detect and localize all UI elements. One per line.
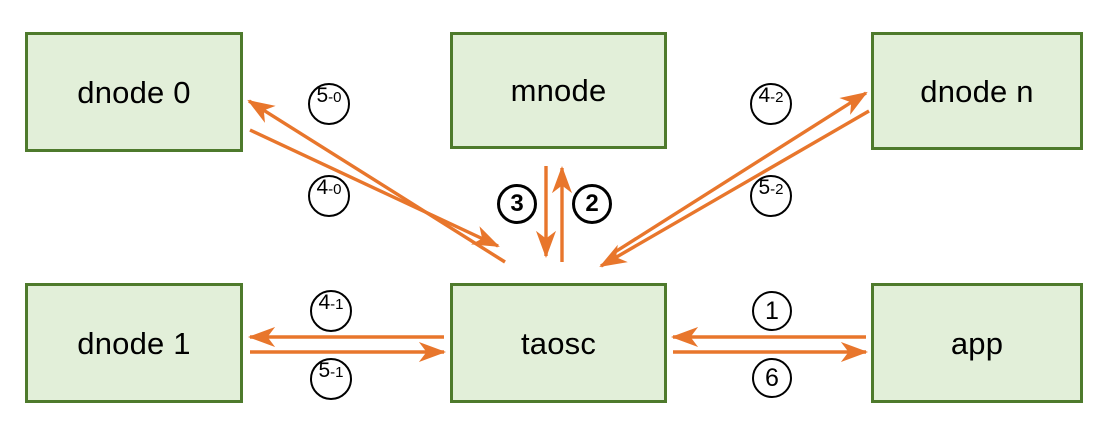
step-marker-4-1-major: 4	[318, 291, 331, 314]
step-marker-2[interactable]: 2	[572, 184, 612, 224]
node-mnode[interactable]: mnode	[450, 32, 667, 149]
node-mnode-label: mnode	[510, 73, 607, 108]
step-marker-6[interactable]: 6	[752, 358, 792, 398]
step-marker-5-1-minor: -1	[330, 364, 344, 381]
step-marker-3-label: 3	[510, 190, 524, 217]
step-marker-4-0-minor: -0	[328, 181, 342, 198]
step-marker-2-label: 2	[585, 190, 599, 217]
node-dnode0-label: dnode 0	[77, 74, 191, 110]
node-app-label: app	[950, 325, 1004, 361]
step-marker-3[interactable]: 3	[497, 184, 537, 224]
node-dnode0[interactable]: dnode 0	[25, 32, 243, 152]
step-marker-5-0-minor: -0	[328, 89, 342, 106]
node-taosc[interactable]: taosc	[450, 283, 667, 403]
edge-4-0	[249, 128, 500, 248]
step-marker-4-1-minor: -1	[330, 296, 344, 313]
step-marker-5-2-minor: -2	[770, 181, 784, 198]
edge-5-2	[599, 109, 870, 268]
node-dnode-n[interactable]: dnode n	[871, 32, 1083, 150]
step-marker-1[interactable]: 1	[752, 291, 792, 331]
step-marker-5-0-major: 5	[316, 84, 329, 107]
step-marker-6-label: 6	[765, 363, 779, 392]
node-taosc-label: taosc	[520, 325, 597, 361]
step-marker-4-0[interactable]: 4 -0	[308, 175, 350, 217]
step-marker-4-0-major: 4	[316, 176, 329, 199]
edge-4-2	[614, 91, 868, 254]
step-marker-5-2-major: 5	[758, 176, 771, 199]
step-marker-4-2[interactable]: 4 -2	[750, 83, 792, 125]
step-marker-5-1-major: 5	[318, 359, 331, 382]
node-app[interactable]: app	[871, 283, 1083, 403]
step-marker-5-0[interactable]: 5 -0	[308, 83, 350, 125]
step-marker-4-1[interactable]: 4 -1	[310, 290, 352, 332]
node-dnode1-label: dnode 1	[77, 325, 191, 361]
step-marker-4-2-major: 4	[758, 84, 771, 107]
node-dnode1[interactable]: dnode 1	[25, 283, 243, 403]
edge-5-0	[247, 99, 506, 264]
step-marker-4-2-minor: -2	[770, 89, 784, 106]
step-marker-1-label: 1	[765, 296, 779, 325]
step-marker-5-2[interactable]: 5 -2	[750, 175, 792, 217]
node-dnode-n-label: dnode n	[920, 73, 1034, 109]
step-marker-5-1[interactable]: 5 -1	[310, 358, 352, 400]
